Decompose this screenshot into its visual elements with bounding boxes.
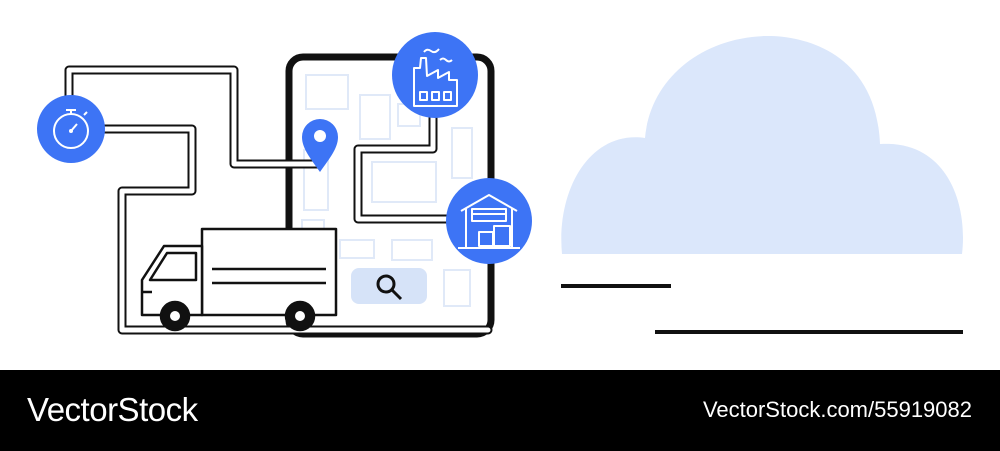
search-icon [376, 274, 403, 301]
map-search-bar[interactable] [351, 268, 427, 304]
stock-image-id: VectorStock.com/55919082 [702, 397, 972, 422]
route-path [64, 65, 493, 335]
delivery-truck-icon [140, 227, 338, 332]
logistics-illustration [37, 32, 964, 338]
map-pin-icon [302, 119, 338, 172]
warehouse-icon [446, 178, 532, 264]
map-tablet [285, 53, 495, 338]
vectorstock-logo: VectorStock [27, 391, 198, 428]
factory-icon [392, 32, 478, 118]
watermark-footer: VectorStock VectorStock.com/55919082 [0, 370, 1000, 451]
cloud-icon [561, 35, 964, 254]
stopwatch-icon [37, 95, 105, 163]
